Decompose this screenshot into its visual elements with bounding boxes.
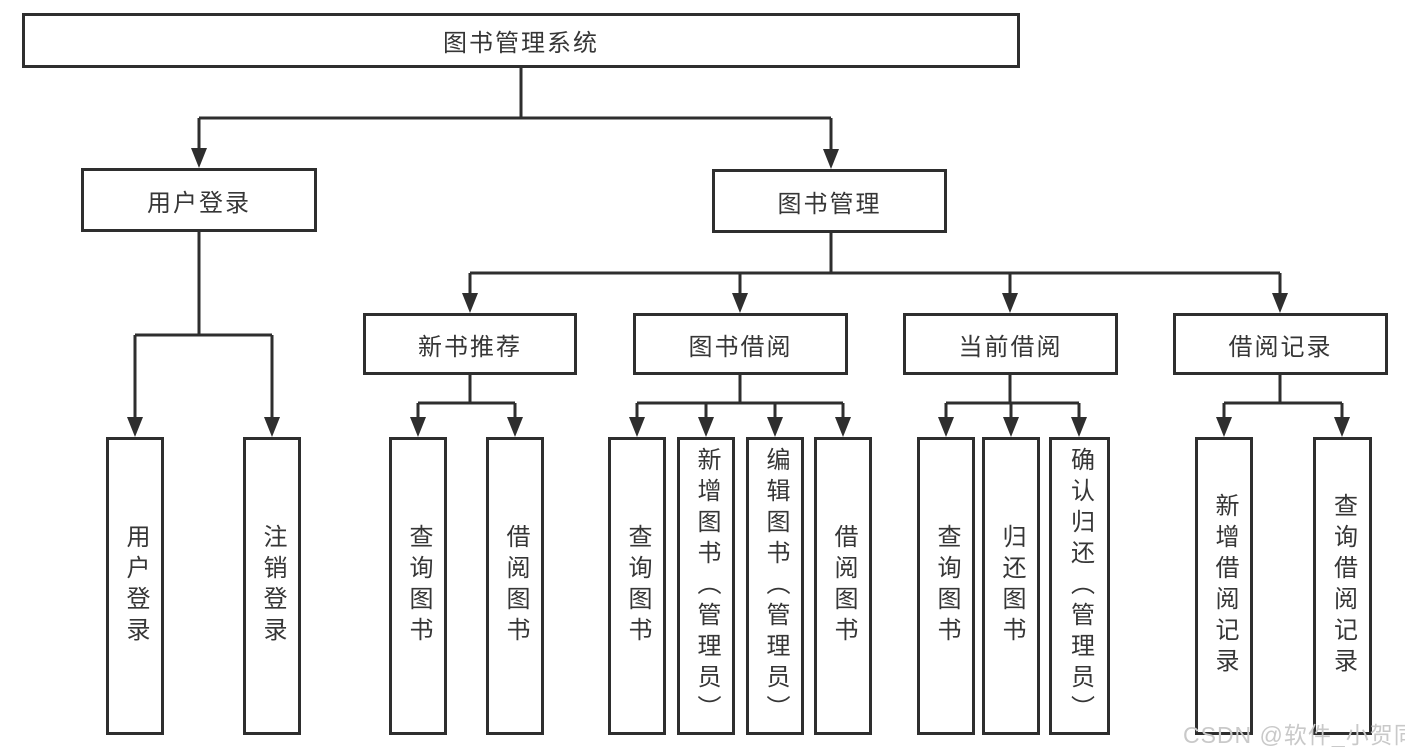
connector-bookmgmt-to-level3 [462,233,1288,313]
node-new-book-recommend-label: 新书推荐 [418,333,522,361]
node-current-borrow-label: 当前借阅 [958,333,1063,361]
leaf-confirm-return-admin: 确认归还（管理员） [1049,437,1110,735]
leaf-logout: 注销登录 [243,437,301,735]
leaf-confirm-return-admin-label: 确认归还（管理员） [1066,446,1094,726]
leaf-borrow-book-label: 借阅图书 [830,524,857,648]
leaf-add-book-admin: 新增图书（管理员） [677,437,735,735]
leaf-query-borrow-record-label: 查询借阅记录 [1329,493,1357,679]
leaf-newbooks-query-book-label: 查询图书 [405,524,432,648]
leaf-borrow-book: 借阅图书 [814,437,872,735]
connector-currentborrow-to-leaves [938,375,1087,437]
leaf-edit-book-admin-label: 编辑图书（管理员） [762,446,789,726]
node-book-borrow-label: 图书借阅 [688,333,793,361]
node-root-library-system: 图书管理系统 [22,13,1020,68]
leaf-borrow-query-book-label: 查询图书 [624,524,651,648]
leaf-borrow-query-book: 查询图书 [608,437,666,735]
leaf-edit-book-admin: 编辑图书（管理员） [746,437,804,735]
csdn-watermark: CSDN @软件_小贺同学 [1183,722,1405,747]
leaf-return-book: 归还图书 [982,437,1040,735]
node-current-borrow: 当前借阅 [903,313,1118,375]
leaf-newbooks-query-book: 查询图书 [389,437,447,735]
leaf-user-login-label: 用户登录 [122,524,149,648]
node-borrow-records: 借阅记录 [1173,313,1388,375]
leaf-add-borrow-record: 新增借阅记录 [1195,437,1253,735]
node-book-management-label: 图书管理 [777,190,882,218]
leaf-return-book-label: 归还图书 [998,524,1025,648]
connector-bookborrow-to-leaves [629,375,851,437]
connector-userlogin-to-leaves [127,232,280,437]
leaf-newbooks-borrow-book: 借阅图书 [486,437,544,735]
node-borrow-records-label: 借阅记录 [1228,333,1333,361]
node-book-borrow: 图书借阅 [633,313,848,375]
leaf-add-borrow-record-label: 新增借阅记录 [1211,493,1238,679]
node-user-login-label: 用户登录 [147,189,251,217]
leaf-user-login: 用户登录 [106,437,164,735]
connector-root-to-level2 [191,68,839,169]
node-root-label: 图书管理系统 [443,30,599,57]
connector-newbooks-to-leaves [410,375,523,437]
leaf-current-query-book-label: 查询图书 [933,524,960,648]
leaf-add-book-admin-label: 新增图书（管理员） [693,446,720,726]
leaf-query-borrow-record: 查询借阅记录 [1313,437,1372,735]
node-user-login: 用户登录 [81,168,317,232]
connector-borrowrecords-to-leaves [1216,375,1350,437]
node-new-book-recommend: 新书推荐 [363,313,577,375]
leaf-newbooks-borrow-book-label: 借阅图书 [502,524,529,648]
node-book-management: 图书管理 [712,169,947,233]
leaf-logout-label: 注销登录 [259,524,286,648]
leaf-current-query-book: 查询图书 [917,437,975,735]
